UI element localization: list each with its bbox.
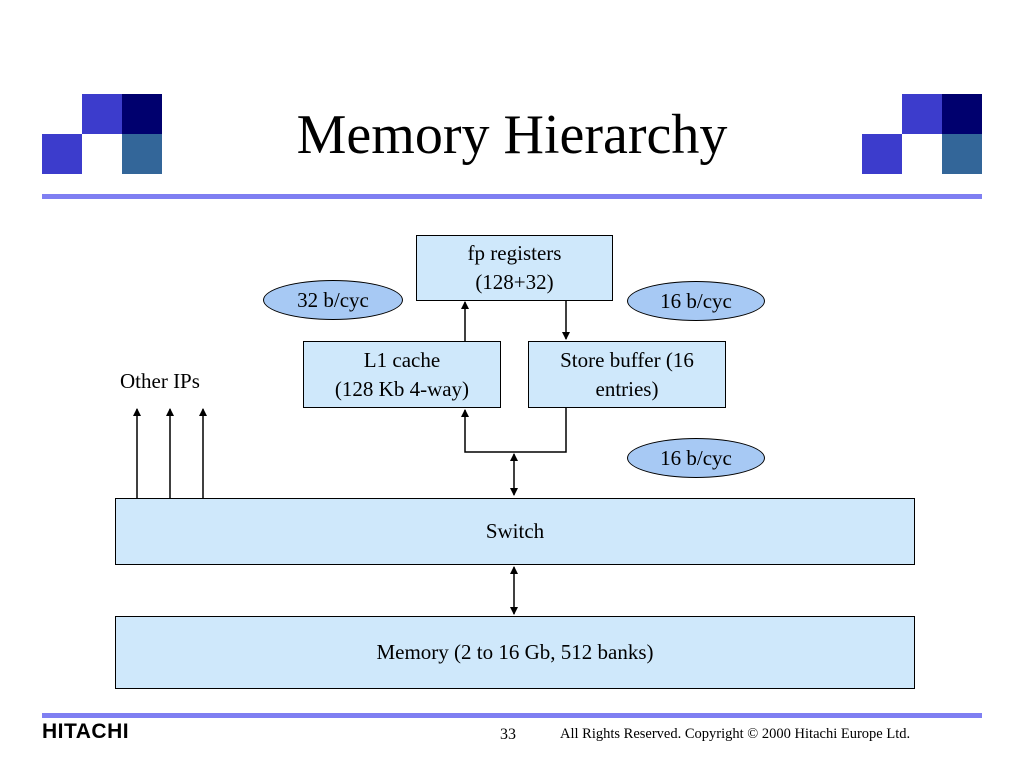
fp-registers-box: fp registers (128+32)	[416, 235, 613, 301]
bandwidth-registers-store: 16 b/cyc	[627, 281, 765, 321]
l1-cache-line-2: (128 Kb 4-way)	[334, 376, 470, 401]
logo-square	[122, 134, 162, 174]
logo-square	[42, 134, 82, 174]
logo-square	[902, 94, 942, 134]
l1-cache-box: L1 cache (128 Kb 4-way)	[303, 341, 501, 408]
bandwidth-l1-registers: 32 b/cyc	[263, 280, 403, 320]
other-ips-label: Other IPs	[120, 369, 200, 393]
switch-label: Switch	[485, 519, 545, 543]
bandwidth-label: 16 b/cyc	[660, 288, 732, 313]
copyright-text: All Rights Reserved. Copyright © 2000 Hi…	[560, 726, 911, 742]
store-buffer-line-1: Store buffer (16	[560, 347, 694, 372]
bandwidth-store-switch: 16 b/cyc	[627, 438, 765, 478]
page-number: 33	[500, 726, 516, 743]
store-buffer-line-2: entries)	[595, 376, 659, 401]
l1-cache-line-1: L1 cache	[363, 347, 441, 372]
logo-square	[122, 94, 162, 134]
bandwidth-label: 16 b/cyc	[660, 445, 732, 470]
logo-square	[942, 94, 982, 134]
memory-box: Memory (2 to 16 Gb, 512 banks)	[115, 616, 915, 689]
logo-square	[862, 134, 902, 174]
arrow-junction-to-l1	[461, 409, 514, 453]
slide-title: Memory Hierarchy	[296, 104, 728, 166]
hitachi-logo: HITACHI	[42, 720, 130, 743]
fp-registers-line-2: (128+32)	[475, 270, 554, 294]
store-buffer-box: Store buffer (16 entries)	[528, 341, 726, 408]
header-rule	[42, 194, 982, 199]
line-store-to-junction	[514, 408, 567, 453]
bandwidth-label: 32 b/cyc	[297, 287, 369, 312]
footer-rule	[42, 713, 982, 718]
switch-box: Switch	[115, 498, 915, 565]
logo-square	[82, 94, 122, 134]
logo-square	[942, 134, 982, 174]
memory-label: Memory (2 to 16 Gb, 512 banks)	[376, 640, 654, 664]
fp-registers-line-1: fp registers	[467, 241, 562, 265]
